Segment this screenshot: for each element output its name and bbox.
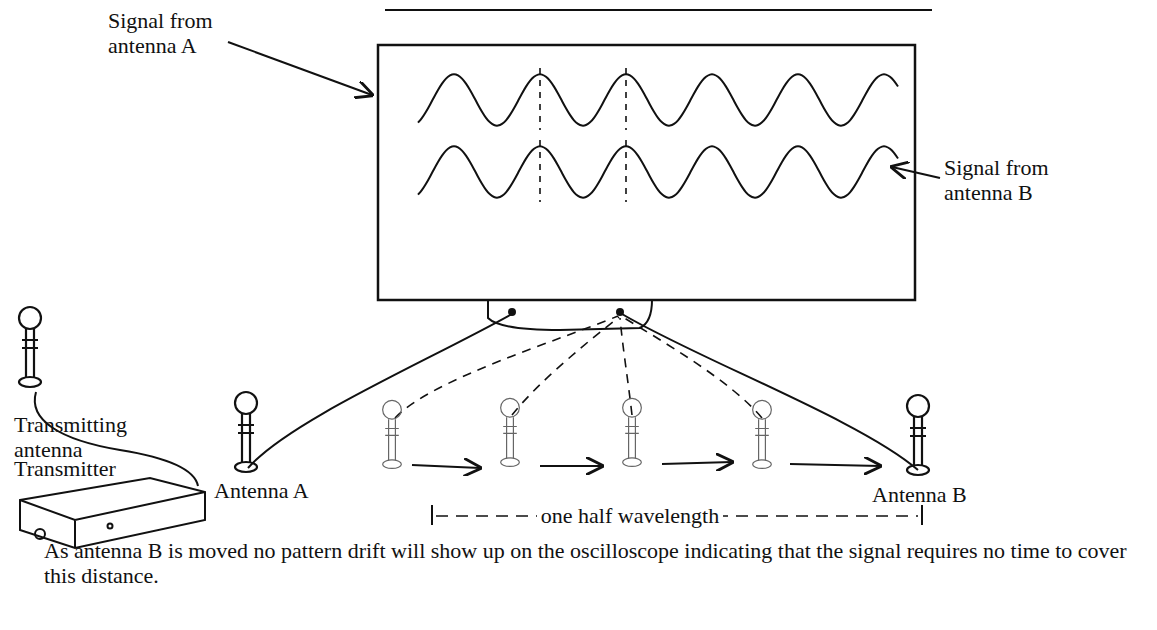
oscilloscope-screen [378,45,915,300]
antenna [235,392,257,472]
antenna-ghost [753,400,772,468]
transmitter-box [20,478,205,548]
label: Signal from antenna A [108,8,238,59]
phase-marker [625,68,627,130]
motion-arrow [662,462,732,464]
top-rule [385,9,932,11]
oscilloscope-base [488,300,652,330]
motion-arrow [790,464,880,466]
antenna-wire [248,314,512,468]
caption: As antenna B is moved no pattern drift w… [44,538,1134,589]
dimension-tick [431,505,433,525]
label: Antenna A [214,478,354,503]
antenna-ghost [623,398,642,466]
label: Signal from antenna B [944,155,1074,206]
pointer-arrow [892,167,940,178]
phase-marker [539,140,541,202]
motion-arrow [412,465,480,468]
transmitter-knob [108,524,113,529]
label: one half wavelength [500,503,760,528]
antenna-wire-dashed [395,316,618,418]
antenna-wire-dashed [512,317,619,415]
label: Antenna B [872,482,1012,507]
dimension-tick [921,505,923,525]
antenna-wire-dashed [621,316,762,418]
antenna [907,395,929,475]
pointer-arrow [228,42,372,95]
signal-wave-b [418,146,898,197]
signal-wave-a [418,74,898,125]
antenna-ghost [501,398,520,466]
label: Transmitter [14,456,164,481]
antenna-wire [622,314,918,470]
phase-marker [625,140,627,202]
label: Transmitting antenna [14,412,164,463]
antenna [19,307,41,387]
antenna-ghost [383,400,402,468]
transmitter-knob [35,529,45,539]
motion-arrow [540,465,602,467]
phase-marker [539,68,541,130]
